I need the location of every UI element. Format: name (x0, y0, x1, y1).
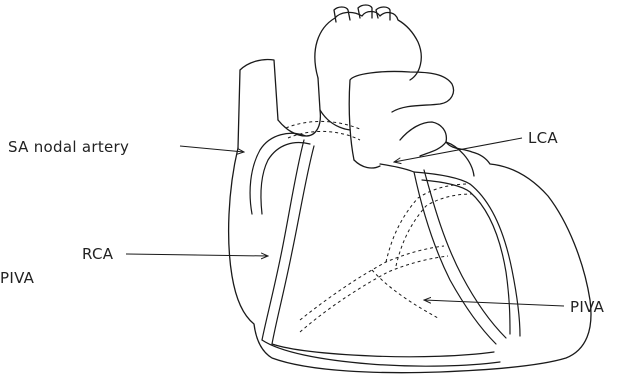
heart-body (229, 142, 591, 373)
right-atrium-border (278, 78, 320, 136)
aortic-branch-1 (334, 7, 350, 22)
sa-nodal-artery-label: SA nodal artery (8, 138, 129, 156)
dashed-av-groove (286, 121, 362, 130)
dashed-branch-down (372, 270, 438, 318)
sa-nodal-artery-vessel-inner (261, 143, 310, 214)
lca-trunk (380, 164, 414, 172)
dashed-piva-2 (300, 256, 448, 332)
dashed-branch-up (386, 184, 470, 262)
lca-leader (394, 138, 522, 162)
sa-nodal-artery-leader (180, 146, 244, 152)
heart-outline (229, 5, 591, 373)
circumflex-vessel-inner (422, 180, 510, 334)
coronary-vessels (250, 133, 520, 366)
ascending-aorta (320, 110, 350, 130)
leader-lines (126, 138, 564, 306)
right-ventricle-contour (354, 160, 380, 168)
pulmonary-trunk (349, 71, 453, 160)
piva-label-right: PIVA (570, 298, 605, 316)
piva-label-left: PIVA (0, 269, 35, 287)
dashed-piva-1 (300, 246, 444, 320)
rca-leader (126, 254, 268, 256)
left-auricle (446, 142, 474, 176)
rca-inferior-branch (262, 340, 500, 366)
circumflex-vessel (414, 172, 520, 336)
rca-label: RCA (82, 245, 114, 263)
aortic-arch (315, 12, 421, 81)
superior-vena-cava (238, 59, 278, 148)
left-pulmonary-artery (400, 122, 446, 156)
rca-vessel (262, 140, 304, 340)
rca-vessel-inner (272, 146, 314, 344)
lca-label: LCA (528, 129, 558, 147)
lad-vessel-inner (424, 170, 506, 338)
sa-nodal-artery-vessel (250, 133, 306, 214)
piva-leader (424, 300, 564, 306)
